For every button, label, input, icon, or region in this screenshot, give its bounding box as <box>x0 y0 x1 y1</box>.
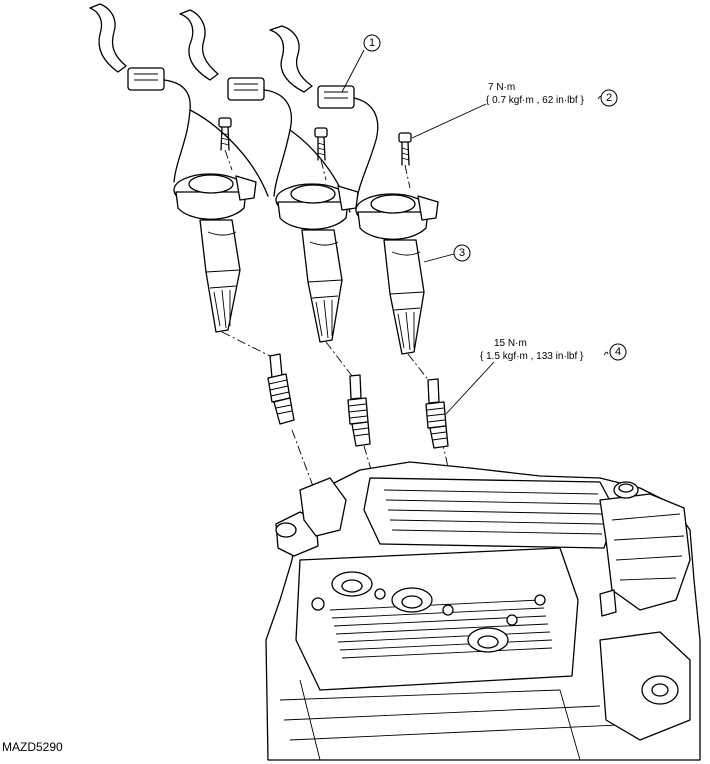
bolt-1 <box>218 117 233 171</box>
callout-2: 7 N·m { 0.7 kgf·m , 62 in·lbf } 2 <box>411 82 618 139</box>
callout-4-torque-nm: 15 N·m <box>494 338 527 349</box>
callout-1-number: 1 <box>369 37 375 49</box>
callout-1: 1 <box>341 34 381 93</box>
spark-plug-2 <box>347 374 371 447</box>
engine-cylinder-head <box>265 461 701 761</box>
callout-2-torque-imperial: { 0.7 kgf·m , 62 in·lbf } <box>486 95 584 106</box>
coil-bolts <box>218 117 412 189</box>
spark-plug-1 <box>267 353 295 425</box>
bolt-3 <box>398 132 412 189</box>
wiring-harness <box>89 3 379 213</box>
callout-3: 3 <box>423 244 471 263</box>
bolt-2 <box>314 127 328 181</box>
spark-plug-3 <box>425 378 449 449</box>
callout-2-torque-nm: 7 N·m <box>488 82 515 93</box>
ignition-coil-1 <box>173 173 257 333</box>
callout-4-torque-imperial: { 1.5 kgf·m , 133 in·lbf } <box>480 351 584 362</box>
callout-4: 15 N·m { 1.5 kgf·m , 133 in·lbf } 4 <box>445 338 627 415</box>
ignition-coil-3 <box>355 193 439 355</box>
callout-3-number: 3 <box>459 247 465 259</box>
ignition-coil-2 <box>275 183 359 343</box>
figure-id: MAZD5290 <box>2 740 63 754</box>
callout-2-number: 2 <box>606 92 612 104</box>
callout-4-number: 4 <box>615 346 621 358</box>
